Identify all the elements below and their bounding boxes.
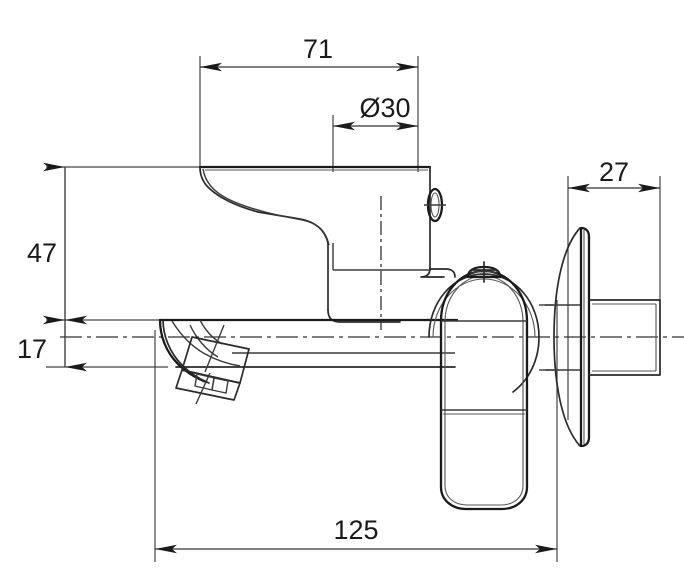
body-plug-ellipse (424, 187, 446, 223)
rear-shaft (539, 304, 554, 371)
dimension-label-17: 17 (17, 334, 47, 364)
mixer-body-outline (198, 165, 456, 323)
wall-flange-escutcheon (545, 226, 591, 448)
dimension-label-47: 47 (27, 238, 57, 268)
extension-lines (46, 56, 661, 562)
dimension-label-71: 71 (303, 34, 333, 64)
spout-outline (158, 318, 459, 384)
center-lines (60, 196, 684, 338)
wall-connector-nipple (588, 299, 661, 376)
handle-lever (428, 261, 540, 511)
aerator-detail (175, 324, 250, 405)
dimension-label-125: 125 (333, 515, 378, 545)
dimension-label-diameter-30: Ø30 (359, 93, 410, 123)
dimension-label-27: 27 (599, 157, 629, 187)
